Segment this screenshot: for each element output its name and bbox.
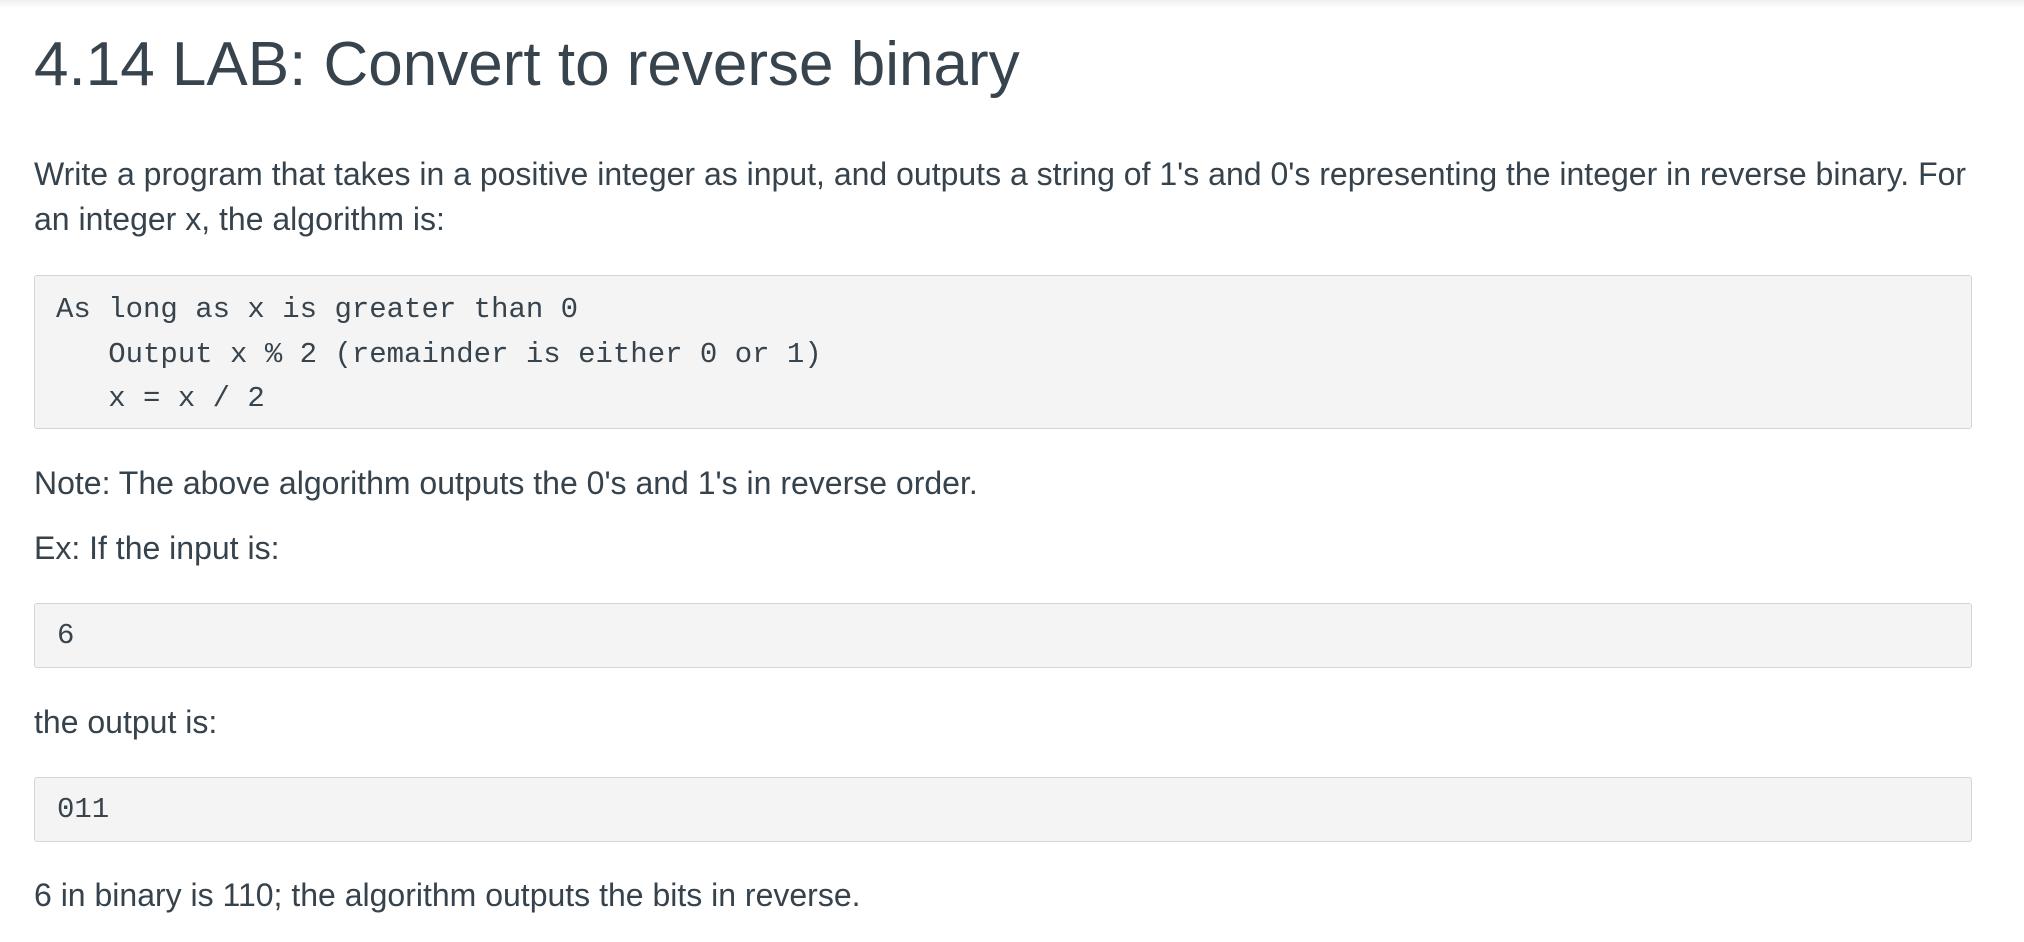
example-output-block: 011 [34,777,1972,842]
algorithm-line: As long as x is greater than 0 [56,293,579,326]
algorithm-code-block: As long as x is greater than 0 Output x … [34,275,1972,429]
example-input-block: 6 [34,603,1972,668]
algorithm-line: Output x % 2 (remainder is either 0 or 1… [56,337,822,371]
algorithm-line: x = x / 2 [56,382,265,415]
page-title: 4.14 LAB: Convert to reverse binary [34,30,1020,99]
output-label: the output is: [34,704,218,740]
intro-paragraph: Write a program that takes in a positive… [34,156,1967,237]
header-shadow [0,0,2024,8]
example-label: Ex: If the input is: [34,530,280,566]
note-paragraph: Note: The above algorithm outputs the 0'… [34,465,978,501]
explanation-paragraph: 6 in binary is 110; the algorithm output… [34,877,861,913]
